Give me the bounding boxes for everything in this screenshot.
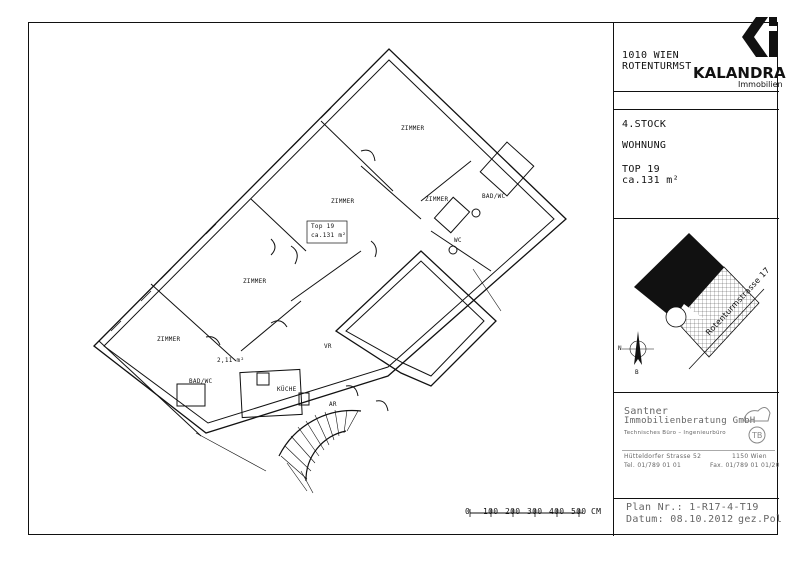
scale-tick: 500 (571, 507, 587, 516)
room-area-label: 2,11 m² (217, 357, 245, 364)
scale-tick: 200 (505, 507, 521, 516)
office-name-1: Santner (624, 406, 669, 417)
unit-info-cell: 4.STOCK WOHNUNG TOP 19 ca.131 m² (614, 109, 779, 219)
compass-n: N (618, 345, 622, 352)
floor-plan-area: ZIMMER ZIMMER ZIMMER ZIMMER ZIMMER BAD/W… (29, 23, 614, 536)
header-cell: 1010 WIEN ROTENTURMST KALANDRA Immobilie… (614, 17, 786, 92)
room-label-zimmer: ZIMMER (157, 336, 181, 343)
office-cell: Santner Immobilienberatung GmbH Technisc… (614, 393, 779, 499)
room-label-zimmer: ZIMMER (331, 198, 355, 205)
plan-date: Datum: 08.10.2012 (626, 514, 734, 525)
location-sketch-cell: Rotenturmstrasse 17 N B (614, 219, 779, 393)
room-label-ar: AR (329, 401, 337, 408)
room-label-kueche: KÜCHE (277, 386, 297, 393)
location-map (622, 233, 765, 370)
room-label-zimmer: ZIMMER (401, 125, 425, 132)
scale-tick: 400 (549, 507, 565, 516)
type-label: WOHNUNG (622, 140, 667, 151)
plan-meta-cell: Plan Nr.: 1-R17-4-T19 Datum: 08.10.2012 … (614, 499, 783, 536)
room-label-zimmer: ZIMMER (243, 278, 267, 285)
unit-area: ca.131 m² (622, 175, 679, 186)
unit-number: TOP 19 (622, 164, 660, 175)
office-fax: Fax. 01/789 01 01/20 (710, 462, 780, 469)
office-city: 1150 Wien (732, 453, 767, 460)
room-label-wc: WC (454, 237, 462, 244)
plan-author: gez.Pol (738, 514, 783, 525)
compass-b: B (635, 369, 639, 376)
scale-tick: 0 (465, 507, 471, 516)
brand-name: KALANDRA (693, 64, 786, 82)
room-label-vr: VR (324, 343, 332, 350)
scale-unit: CM (591, 507, 602, 516)
office-address: Hütteldorfer Strasse 52 (624, 453, 702, 460)
title-block: 1010 WIEN ROTENTURMST KALANDRA Immobilie… (614, 17, 786, 536)
unit-area-label: ca.131 m² (311, 232, 347, 239)
room-label-zimmer: ZIMMER (425, 196, 449, 203)
scale-tick: 300 (527, 507, 543, 516)
floor-label: 4.STOCK (622, 119, 667, 130)
brand-sub: Immobilien (738, 80, 783, 89)
room-label-bad: BAD/WC (189, 378, 213, 385)
office-subtitle: Technisches Büro – Ingenieurbüro (624, 430, 726, 436)
scale-tick: 100 (483, 507, 499, 516)
plan-number: Plan Nr.: 1-R17-4-T19 (626, 502, 759, 513)
kalandra-logo-icon (742, 17, 777, 57)
unit-label: Top 19 (311, 223, 335, 230)
drawing-sheet: ZIMMER ZIMMER ZIMMER ZIMMER ZIMMER BAD/W… (28, 17, 786, 536)
room-label-bad: BAD/WC (482, 193, 506, 200)
bear-seal-icon: TB (743, 407, 771, 444)
address-line1: 1010 WIEN (622, 50, 679, 61)
office-name-2: Immobilienberatung GmbH (624, 416, 756, 426)
office-phone: Tel. 01/789 01 01 (624, 462, 682, 469)
address-line2: ROTENTURMST (622, 61, 692, 72)
svg-text:TB: TB (751, 431, 762, 440)
floor-plan-drawing (93, 48, 583, 517)
